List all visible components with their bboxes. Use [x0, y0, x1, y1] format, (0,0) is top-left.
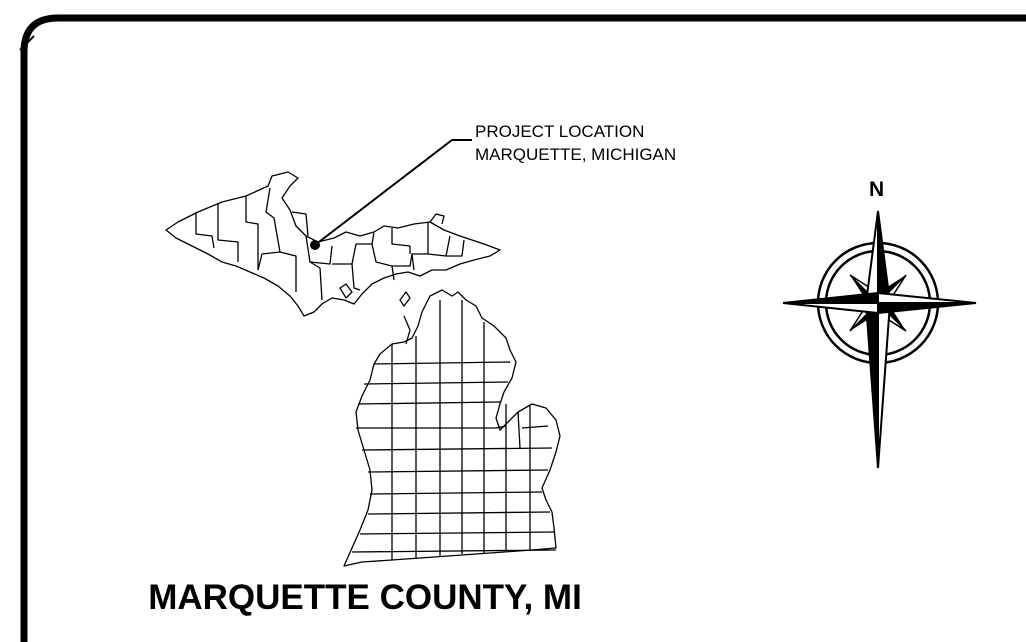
- north-label: N: [869, 178, 885, 201]
- project-location-label: PROJECT LOCATION: [475, 122, 645, 141]
- map-border: [20, 14, 1026, 642]
- lower-peninsula: [343, 289, 561, 567]
- leader-line: [314, 139, 472, 246]
- project-city-label: MARQUETTE, MICHIGAN: [475, 145, 677, 164]
- upper-peninsula: [165, 171, 501, 317]
- map-title: MARQUETTE COUNTY, MI: [148, 578, 582, 617]
- compass-rose-icon: [782, 210, 977, 469]
- location-callout: [310, 139, 472, 250]
